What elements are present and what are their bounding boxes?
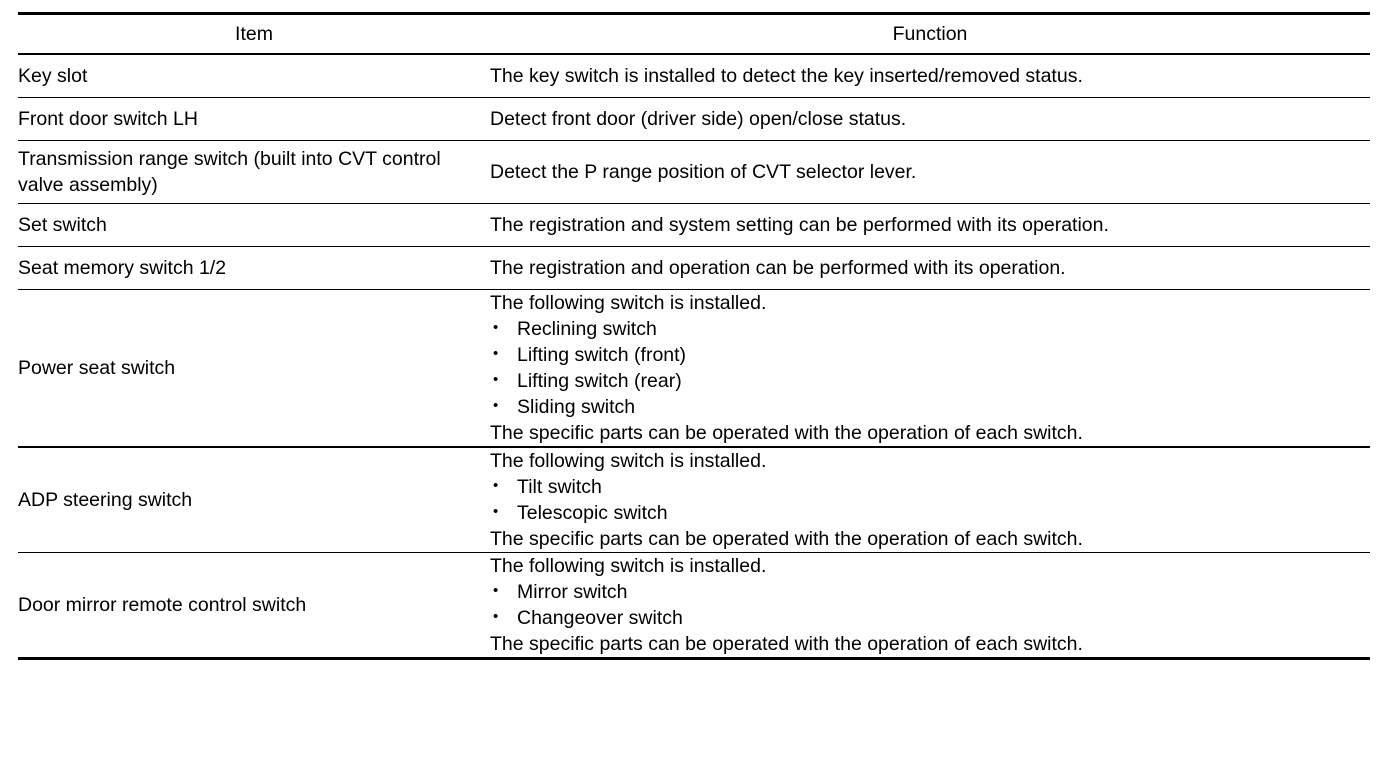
item-function-table: Item Function Key slot The key switch is… — [18, 12, 1370, 660]
function-lead-text: The following switch is installed. — [490, 292, 767, 314]
cell-function: The registration and system setting can … — [490, 203, 1370, 247]
cell-function: The key switch is installed to detect th… — [490, 54, 1370, 98]
table-header-row: Item Function — [18, 12, 1370, 55]
list-item: Telescopic switch — [490, 499, 1370, 526]
function-lead-text: Detect the P range position of CVT selec… — [490, 161, 917, 183]
function-lead-text: The following switch is installed. — [490, 555, 767, 577]
table-row: Key slot The key switch is installed to … — [18, 54, 1370, 98]
table-row: Front door switch LH Detect front door (… — [18, 97, 1370, 141]
cell-item-label: Front door switch LH — [18, 97, 490, 141]
list-item: Tilt switch — [490, 473, 1370, 500]
table-header: Item Function — [18, 12, 1370, 55]
table-row: Power seat switch The following switch i… — [18, 289, 1370, 448]
list-item: Lifting switch (front) — [490, 341, 1370, 368]
list-item: Reclining switch — [490, 315, 1370, 342]
table-row: Transmission range switch (built into CV… — [18, 140, 1370, 204]
function-lead-text: The following switch is installed. — [490, 450, 767, 472]
function-tail-text: The specific parts can be operated with … — [490, 633, 1083, 655]
cell-function: The following switch is installed. Recli… — [490, 289, 1370, 448]
cell-item-label: Key slot — [18, 54, 490, 98]
table-row: Seat memory switch 1/2 The registration … — [18, 246, 1370, 290]
function-bullet-list: Mirror switch Changeover switch — [490, 578, 1370, 631]
function-lead-text: The key switch is installed to detect th… — [490, 65, 1083, 87]
function-bullet-list: Reclining switch Lifting switch (front) … — [490, 315, 1370, 420]
function-bullet-list: Tilt switch Telescopic switch — [490, 473, 1370, 526]
table-body: Key slot The key switch is installed to … — [18, 54, 1370, 660]
list-item: Changeover switch — [490, 604, 1370, 631]
function-lead-text: The registration and system setting can … — [490, 214, 1109, 236]
cell-item-label: Power seat switch — [18, 289, 490, 448]
column-header-function: Function — [490, 12, 1370, 55]
column-header-item: Item — [18, 12, 490, 55]
cell-function: Detect front door (driver side) open/clo… — [490, 97, 1370, 141]
cell-item-label: Set switch — [18, 203, 490, 247]
table-row: Set switch The registration and system s… — [18, 203, 1370, 247]
cell-function: The following switch is installed. Mirro… — [490, 552, 1370, 660]
cell-function: Detect the P range position of CVT selec… — [490, 140, 1370, 204]
list-item: Lifting switch (rear) — [490, 367, 1370, 394]
cell-function: The registration and operation can be pe… — [490, 246, 1370, 290]
list-item: Sliding switch — [490, 393, 1370, 420]
list-item: Mirror switch — [490, 578, 1370, 605]
table-row: Door mirror remote control switch The fo… — [18, 552, 1370, 660]
cell-function: The following switch is installed. Tilt … — [490, 447, 1370, 553]
function-lead-text: Detect front door (driver side) open/clo… — [490, 108, 907, 130]
function-tail-text: The specific parts can be operated with … — [490, 422, 1083, 444]
cell-item-label: Seat memory switch 1/2 — [18, 246, 490, 290]
cell-item-label: ADP steering switch — [18, 447, 490, 553]
cell-item-label: Door mirror remote control switch — [18, 552, 490, 660]
function-tail-text: The specific parts can be operated with … — [490, 528, 1083, 550]
cell-item-label: Transmission range switch (built into CV… — [18, 140, 490, 204]
function-lead-text: The registration and operation can be pe… — [490, 257, 1066, 279]
table-row: ADP steering switch The following switch… — [18, 447, 1370, 553]
